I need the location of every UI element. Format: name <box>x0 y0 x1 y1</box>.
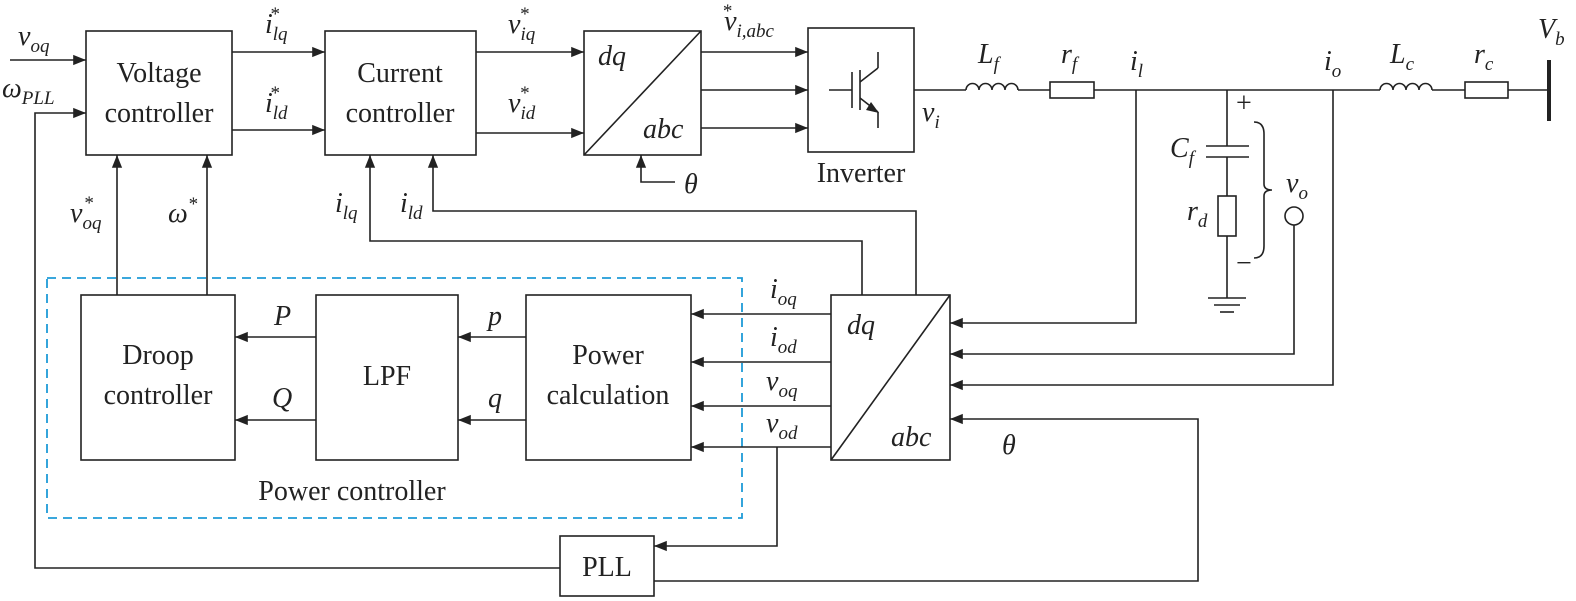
i-lq-ref-label: ilq* <box>265 4 288 45</box>
coupling-resistor-icon <box>1464 81 1509 99</box>
theta-bottom-wire <box>654 413 1199 582</box>
i-od-label: iod <box>770 322 797 358</box>
droop-controller-label-line2: controller <box>104 380 214 411</box>
abc-label-bottom: abc <box>891 422 932 453</box>
pll-label: PLL <box>582 552 632 583</box>
i-o-label: io <box>1324 46 1341 82</box>
i-o-measure-wire <box>950 90 1334 391</box>
abc-label-top: abc <box>643 114 684 145</box>
i-ld-feedback-label: ild <box>400 188 423 224</box>
Q-label: Q <box>272 383 292 414</box>
v-oq-label: voq <box>766 366 798 402</box>
filter-resistor-icon <box>1049 81 1095 99</box>
igbt-icon <box>829 52 879 128</box>
L-c-label: Lc <box>1389 39 1415 75</box>
L-f-label: Lf <box>977 39 1002 75</box>
p-label: p <box>486 301 502 332</box>
droop-controller-block: Droop controller <box>80 294 236 461</box>
ground-icon <box>1208 297 1246 313</box>
r-f-label: rf <box>1061 39 1080 75</box>
dq-abc-transform-bottom: dq abc <box>830 294 951 461</box>
i-oq-label: ioq <box>770 274 797 310</box>
v-iq-ref-label: viq* <box>508 4 536 45</box>
filter-inductor-icon <box>965 82 1019 91</box>
q-label: q <box>488 383 502 414</box>
power-circuit <box>914 60 1551 313</box>
omega-pll-feedback-wire <box>34 107 560 569</box>
v-iabc-ref-label: vi,abc* <box>722 1 775 42</box>
power-controller-label: Power controller <box>258 476 446 507</box>
r-c-label: rc <box>1474 39 1494 75</box>
coupling-inductor-icon <box>1379 82 1433 91</box>
V-b-label: Vb <box>1538 14 1565 50</box>
minus-sign: − <box>1236 248 1252 279</box>
current-controller-label-line1: Current <box>357 58 443 89</box>
voltage-controller-label-line2: controller <box>105 98 215 129</box>
v-id-ref-label: vid* <box>508 83 536 124</box>
v-i-label: vi <box>922 97 940 133</box>
v-oq-input-label: voq <box>18 21 50 57</box>
dq-abc-transform-top: dq abc <box>583 30 702 156</box>
inverter-block: Inverter <box>807 27 915 189</box>
inverter-label: Inverter <box>817 158 906 189</box>
lpf-label: LPF <box>363 361 411 392</box>
measurement-terminal-icon <box>1284 206 1304 226</box>
P-label: P <box>273 301 291 332</box>
i-lq-feedback-wire <box>364 155 863 295</box>
power-calculation-label-line2: calculation <box>547 380 670 411</box>
current-controller-label-line2: controller <box>346 98 456 129</box>
theta-bottom-label: θ <box>1002 430 1016 461</box>
i-l-label: il <box>1130 46 1143 82</box>
r-d-label: rd <box>1187 196 1208 232</box>
v-o-label: vo <box>1286 168 1308 204</box>
omega-pll-label: ωPLL <box>2 73 55 109</box>
v-o-measure-wire <box>950 225 1295 360</box>
v-od-to-pll-wire <box>654 447 778 552</box>
i-ld-feedback-wire <box>427 155 917 295</box>
power-controller-boundary <box>46 277 743 519</box>
voltage-controller-label-line1: Voltage <box>116 58 201 89</box>
power-calculation-label-line1: Power <box>572 340 644 371</box>
current-controller-block: Current controller <box>324 30 477 156</box>
omega-ref-label: ω* <box>168 194 198 229</box>
dq-label-top: dq <box>598 41 626 72</box>
power-calculation-block: Power calculation <box>525 294 692 461</box>
plus-sign: + <box>1236 88 1252 119</box>
C-f-label: Cf <box>1170 133 1197 169</box>
pll-block: PLL <box>559 535 655 597</box>
theta-top-wire <box>635 155 675 183</box>
v-od-label: vod <box>766 408 798 444</box>
voltage-brace-icon <box>1253 121 1273 259</box>
i-ld-ref-label: ild* <box>265 83 288 124</box>
i-lq-feedback-label: ilq <box>335 188 358 224</box>
v-oq-ref-label: voq* <box>70 193 102 234</box>
droop-controller-label-line1: Droop <box>122 340 194 371</box>
lpf-block: LPF <box>315 294 459 461</box>
dq-label-bottom: dq <box>847 310 875 341</box>
i-l-measure-wire <box>950 90 1137 329</box>
theta-top-label: θ <box>684 169 698 200</box>
damping-resistor-icon <box>1217 195 1237 237</box>
voltage-controller-block: Voltage controller <box>85 30 233 156</box>
